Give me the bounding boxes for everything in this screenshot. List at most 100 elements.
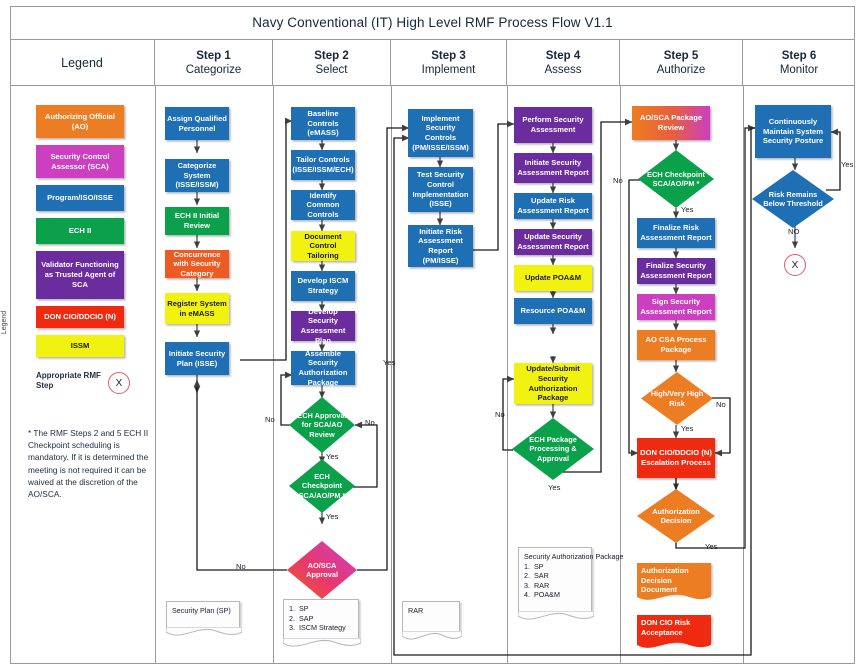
column-separator-4 [507, 86, 508, 664]
step5-decision-authorization-decision[interactable]: Authorization Decision [637, 489, 715, 543]
step4-node-initiate-security-assessment-report[interactable]: Initiate Security Assessment Report [514, 153, 592, 183]
node-label: ECH II Initial Review [174, 211, 220, 230]
step4-number: Step 4 [545, 50, 581, 62]
step3-node-implement-security-controls[interactable]: Implement Security Controls (PM/ISSE/ISS… [408, 109, 473, 157]
legend-item-label: ECH II [68, 226, 92, 235]
column-header-step5: Step 5 Authorize [620, 40, 743, 86]
step4-node-resource-poam[interactable]: Resource POA&M [514, 298, 592, 324]
step4-node-update-submit-security-authorization-package[interactable]: Update/Submit Security Authorization Pac… [514, 363, 592, 404]
edge-label-high-risk-no: No [716, 400, 726, 409]
step2-document-deliverables: 1. SP 2. SAP 3. ISCM Strategy [283, 599, 361, 647]
step6-decision-risk-remains-below-threshold[interactable]: Risk Remains Below Threshold [752, 170, 834, 228]
step5-node-ao-csa-process-package[interactable]: AO CSA Process Package [637, 330, 715, 360]
step2-node-document-control-tailoring[interactable]: Document Control Tailoring [291, 231, 355, 261]
step1-document-security-plan: Security Plan (SP) [166, 601, 242, 636]
legend-item-validator: Validator Functioning as Trusted Agent o… [36, 251, 124, 299]
node-label: Initiate Security Plan (ISSE) [168, 348, 226, 368]
node-label: Update Security Assessment Report [517, 232, 589, 251]
edge-label-step6-yes: Yes [841, 160, 854, 169]
document-label: Security Plan (SP) [172, 606, 231, 615]
step4-document-security-authorization-package: Security Authorization Package 1. SP 2. … [518, 547, 623, 620]
step1-node-register-system-emass[interactable]: Register System in eMASS [165, 293, 229, 324]
step5-node-finalize-security-assessment-report[interactable]: Finalize Security Assessment Report [637, 258, 715, 284]
step4-node-update-risk-assessment-report[interactable]: Update Risk Assessment Report [514, 193, 592, 219]
step1-node-concurrence-security-category[interactable]: Concurrence with Security Category [165, 250, 229, 278]
step5-node-finalize-risk-assessment-report[interactable]: Finalize Risk Assessment Report [637, 218, 715, 248]
legend-rmf-step-icon: X [108, 372, 130, 394]
document-wave-icon [637, 641, 711, 648]
legend-item-label: Authorizing Official (AO) [44, 111, 116, 131]
step2-node-develop-security-assessment-plan[interactable]: Develop Security Assessment Plan [291, 307, 355, 345]
step5-decision-ech-checkpoint[interactable]: ECH Checkpoint SCA/AO/PM * [638, 150, 714, 208]
node-label: AO CSA Process Package [645, 335, 707, 354]
step1-node-assign-qualified-personnel[interactable]: Assign Qualified Personnel [165, 107, 229, 140]
step4-node-update-security-assessment-report[interactable]: Update Security Assessment Report [514, 229, 592, 255]
page-title: Navy Conventional (IT) High Level RMF Pr… [252, 15, 613, 30]
step4-decision-ech-package-processing-approval[interactable]: ECH Package Processing & Approval [512, 418, 594, 480]
column-header-legend: Legend [10, 40, 155, 86]
step5-document-don-cio-risk-acceptance: DON CIO Risk Acceptance [637, 615, 711, 648]
legend-side-tab-label: Legend [1, 310, 9, 334]
step3-node-test-security-control-implementation[interactable]: Test Security Control Implementation (IS… [408, 167, 473, 212]
node-label: Register System in eMASS [167, 298, 227, 318]
step4-node-perform-security-assessment[interactable]: Perform Security Assessment [514, 107, 592, 143]
node-label: Identify Common Controls [306, 190, 340, 219]
decision-label: ECH Package Processing & Approval [529, 435, 577, 463]
legend-item-authorizing-official: Authorizing Official (AO) [36, 105, 124, 138]
edge-label-step2-ech-approval-yes: Yes [326, 452, 339, 461]
node-label: Develop ISCM Strategy [297, 276, 349, 295]
step4-name: Assess [544, 64, 582, 76]
step2-decision-ech-approval-sca-ao-review[interactable]: ECH Approval for SCA/AO Review [289, 397, 355, 453]
step2-decision-ao-sca-approval[interactable]: AO/SCA Approval [287, 541, 357, 599]
step5-node-ao-sca-package-review[interactable]: AO/SCA Package Review [632, 106, 710, 140]
step1-node-initiate-security-plan[interactable]: Initiate Security Plan (ISSE) [165, 342, 229, 375]
node-label: Document Control Tailoring [304, 231, 342, 260]
step2-node-baseline-controls[interactable]: Baseline Controls (eMASS) [291, 107, 355, 140]
step2-decision-ech-checkpoint[interactable]: ECH Checkpoint SCA/AO/PM * [289, 459, 355, 513]
step2-number: Step 2 [314, 50, 349, 62]
step5-node-don-cio-escalation-process[interactable]: DON CIO/DDCIO (N) Escalation Process [637, 438, 715, 478]
legend-rmf-step-label: Appropriate RMF Step [36, 371, 101, 390]
document-wave-icon [637, 593, 711, 600]
column-header-row: Legend Step 1 Categorize Step 2 Select S… [10, 40, 855, 86]
step5-decision-high-very-high-risk[interactable]: High/Very High Risk [641, 372, 713, 425]
edge-label-step2-checkpoint-yes: Yes [326, 512, 339, 521]
step2-node-tailor-controls[interactable]: Tailor Controls (ISSE/ISSM/ECH) [291, 150, 355, 180]
document-label: RAR [408, 606, 424, 615]
node-label: Initiate Security Assessment Report [517, 158, 589, 177]
edge-label-step6-no: NO [788, 227, 800, 236]
step3-document-rar: RAR [402, 601, 462, 640]
column-header-step6: Step 6 Monitor [743, 40, 855, 86]
node-label: Implement Security Controls (PM/ISSE/ISS… [412, 113, 469, 152]
step2-node-identify-common-controls[interactable]: Identify Common Controls [291, 190, 355, 220]
step3-node-initiate-risk-assessment-report[interactable]: Initiate Risk Assessment Report (PM/ISSE… [408, 225, 473, 267]
node-label: Tailor Controls (ISSE/ISSM/ECH) [292, 155, 354, 174]
step1-node-ech-ii-initial-review[interactable]: ECH II Initial Review [165, 207, 229, 235]
document-wave-icon [402, 631, 462, 640]
decision-label: ECH Approval for SCA/AO Review [297, 411, 347, 439]
step2-node-develop-iscm-strategy[interactable]: Develop ISCM Strategy [291, 271, 355, 301]
node-label: Develop Security Assessment Plan [300, 306, 346, 345]
edge-label-step4-pkg-yes: Yes [548, 483, 561, 492]
column-header-step1: Step 1 Categorize [155, 40, 273, 86]
step4-node-update-poam[interactable]: Update POA&M [514, 265, 592, 291]
step1-node-categorize-system[interactable]: Categorize System (ISSE/ISSM) [165, 159, 229, 192]
node-label: Continuously Maintain System Security Po… [762, 117, 824, 146]
step5-number: Step 5 [663, 50, 699, 62]
decision-label: AO/SCA Approval [305, 560, 339, 579]
step6-node-continuously-maintain-system-security-posture[interactable]: Continuously Maintain System Security Po… [755, 105, 831, 158]
node-label: Test Security Control Implementation (IS… [412, 170, 469, 209]
diagram-title-bar: Navy Conventional (IT) High Level RMF Pr… [10, 6, 855, 40]
edge-label-step3-yes: Yes [383, 358, 396, 367]
node-label: Concurrence with Security Category [173, 249, 221, 278]
legend-item-don-cio: DON CIO/DDCIO (N) [36, 306, 124, 328]
column-separator-3 [391, 86, 392, 664]
step2-node-assemble-security-authorization-package[interactable]: Assemble Security Authorization Package [291, 349, 355, 387]
edge-label-high-risk-yes: Yes [681, 424, 694, 433]
node-label: Resource POA&M [520, 306, 586, 316]
step5-node-sign-security-assessment-report[interactable]: Sign Security Assessment Report [637, 294, 715, 320]
legend-item-issm: ISSM [36, 335, 124, 357]
node-label: Finalize Risk Assessment Report [640, 223, 712, 242]
decision-label: Risk Remains Below Threshold [763, 189, 823, 208]
